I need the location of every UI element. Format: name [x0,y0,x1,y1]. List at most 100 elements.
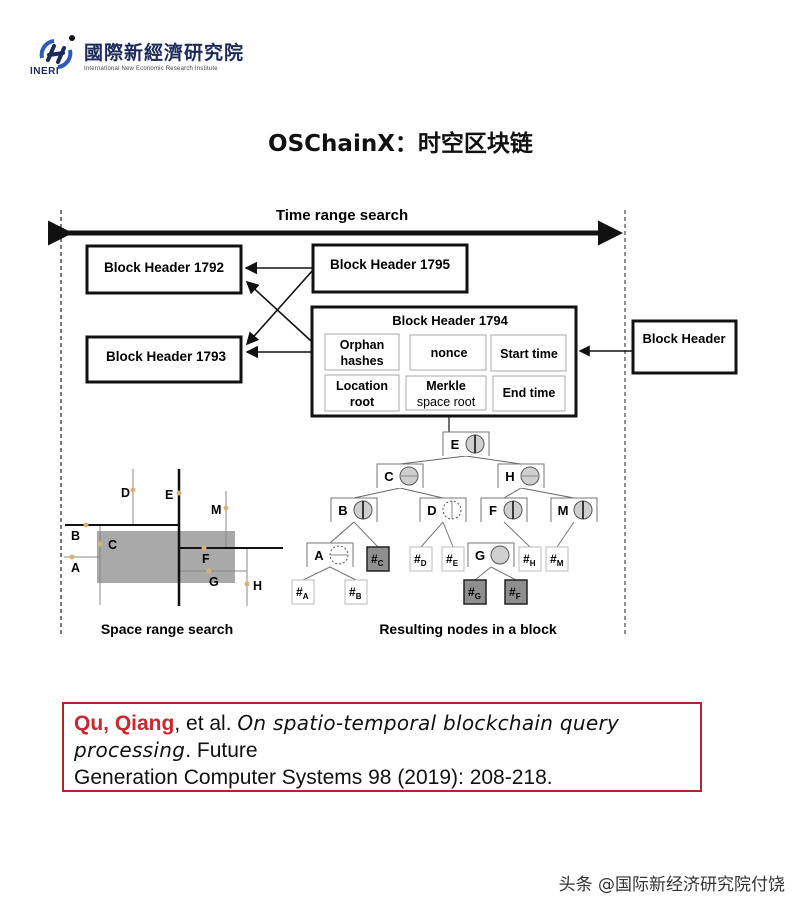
label-h: H [253,579,262,593]
leaf-hash-h: #H [518,546,542,572]
tree-edge [329,566,357,581]
org-name-cn: 國際新經濟研究院 [84,42,245,64]
label-a: A [71,561,80,575]
tree-node-label: B [338,503,347,518]
block-header-1792-label: Block Header 1792 [104,260,224,275]
tree-node-c: C [376,463,424,488]
field-start-time: Start time [490,334,567,372]
tree-node-label: C [384,469,394,484]
block-header-new: Block Header [631,319,738,375]
citation-etal: , et al. [174,712,238,735]
tree-edge [442,521,454,548]
leaf-hash-b: #B [344,579,368,605]
point-e [176,490,182,496]
tree-edge [420,521,444,548]
tree-edge [474,566,492,581]
org-name-en: International New Economic Research Inst… [84,66,218,72]
org-abbreviation: INERI [30,66,60,77]
citation-journal: Generation Computer Systems 98 (2019): 2… [74,766,553,789]
point-b [83,522,89,528]
citation-author: Qu, Qiang [74,712,175,735]
tree-edge [329,521,355,544]
label-b: B [71,529,80,543]
space-range-search: A B C D E F G H M Space range search [64,469,283,637]
leaf-hash-f: #F [504,579,528,605]
tree-edge [520,487,575,499]
block-header-1793-label: Block Header 1793 [106,349,227,364]
leaf-hash-a: #A [291,579,315,605]
space-range-caption: Space range search [101,621,233,637]
label-d: D [121,486,130,500]
svg-text:Orphan: Orphan [340,338,384,352]
block-header-1793: Block Header 1793 [85,335,243,384]
tree-node-label: M [558,503,569,518]
ineri-logo-icon [39,35,75,69]
tree-edge [353,521,379,548]
query-region [97,531,235,583]
svg-text:root: root [350,395,375,409]
point-d [130,487,136,493]
point-a [69,554,75,560]
block-header-1794: Block Header 1794 Orphan hashes nonce St… [310,305,578,418]
label-g: G [209,575,219,589]
label-e: E [165,488,173,502]
block-header-1794-title: Block Header 1794 [392,313,508,328]
label-f: F [202,552,210,566]
point-m [223,505,229,511]
block-header-1795: Block Header 1795 [311,243,469,294]
page-title: OSChainX：时空区块链 [268,131,533,157]
tree-node-label: H [505,469,514,484]
field-merkle-space-root: Merkle space root [405,375,487,411]
leaf-hash-m: #M [545,546,569,572]
point-g [206,568,212,574]
point-c [97,541,103,547]
label-c: C [108,538,117,552]
block-header-new-label: Block Header [642,331,725,346]
tree-node-m: M [550,497,598,522]
leaf-hash-d: #D [409,546,433,572]
field-end-time: End time [492,375,566,412]
tree-node-label: G [475,548,485,563]
label-m: M [211,503,221,517]
svg-text:Start time: Start time [500,347,558,361]
svg-text:hashes: hashes [340,354,383,368]
split-icon [490,545,510,565]
spatio-temporal-blockchain-diagram: Time range search Block Header 1792 Bloc… [48,207,738,637]
arrow-1795-to-1793 [245,269,314,346]
citation-after-title: . Future [185,739,258,762]
tree-node-label: F [489,503,497,518]
leaf-hash-c: #C [366,546,390,572]
tree-edge [399,455,467,465]
tree-node-b: B [330,497,378,522]
tree-node-label: D [427,503,436,518]
tree-node-a: A [306,542,354,567]
tree-edge [302,566,331,581]
block-header-1795-label: Block Header 1795 [330,257,451,272]
block-header-1792: Block Header 1792 [85,244,243,295]
watermark: 头条 @国际新经济研究院付饶 [558,875,785,895]
field-location-root: Location root [324,374,400,412]
svg-text:Merkle: Merkle [426,379,466,393]
citation-title: On spatio-temporal blockchain query proc… [74,711,620,762]
field-nonce: nonce [409,334,487,371]
tree-edge [490,566,517,581]
point-h [244,581,250,587]
svg-text:Location: Location [336,379,388,393]
time-range-label: Time range search [276,207,408,224]
citation-box: Qu, Qiang, et al. On spatio-temporal blo… [62,702,702,792]
field-orphan-hashes: Orphan hashes [324,333,400,371]
svg-text:nonce: nonce [431,346,468,360]
tree-edge [503,521,531,548]
tree-caption: Resulting nodes in a block [379,621,557,637]
tree-edge [399,487,444,499]
tree-node-f: F [480,497,528,522]
tree-node-d: D [419,497,467,522]
tree-node-g: G [467,542,515,567]
tree-edge [353,487,401,499]
svg-text:#F: #F [509,585,521,601]
tree-edge [556,521,575,548]
svg-text:space root: space root [417,395,476,409]
arrow-1794-to-1792 [245,280,324,353]
tree-edge [465,455,522,465]
